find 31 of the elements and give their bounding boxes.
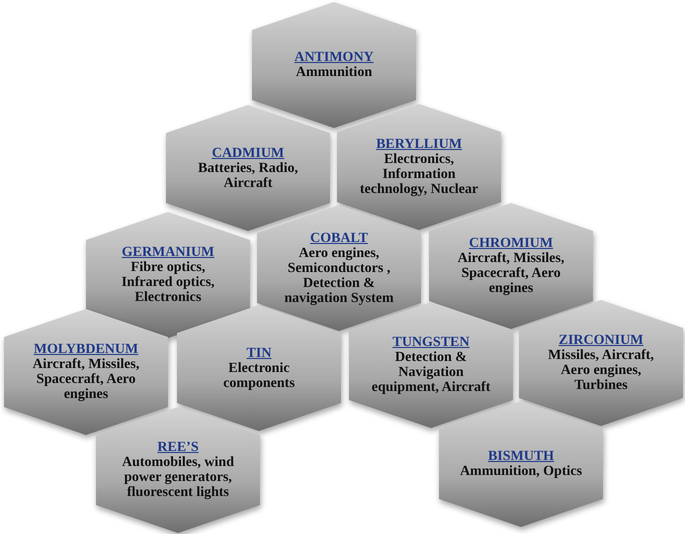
uses-text: Batteries, Radio, Aircraft [197,160,299,190]
uses-text: Aero engines, Semiconductors , Detection & navigation System [283,246,395,306]
hexagon-tile [252,2,416,128]
element-name: ANTIMONY [294,50,374,65]
uses-text: Detection & Navigation equipment, Aircraft [370,350,492,395]
element-name: REE’S [157,440,199,455]
hexagon-tile [96,407,260,533]
element-name: MOLYBDENUM [34,342,138,357]
uses-text: Ammunition [294,65,374,80]
hexagon-tile [439,401,603,527]
uses-text: Ammunition, Optics [459,464,583,479]
element-name: BERYLLIUM [376,137,462,152]
element-name: GERMANIUM [122,245,214,260]
uses-text: Electronic components [222,360,296,390]
uses-text: Electronics, Information technology, Nuclear [358,152,480,197]
hexagon-tile [166,105,330,231]
hexagon-tile [519,300,683,426]
uses-text: Aircraft, Missiles, Spacecraft, Aero engines [32,357,140,402]
hexagon-tile [4,309,168,435]
uses-text: Aircraft, Missiles, Spacecraft, Aero engines [456,251,566,296]
element-name: BISMUTH [488,449,554,464]
element-name: ZIRCONIUM [558,333,644,348]
element-name: CHROMIUM [469,236,553,251]
element-name: CADMIUM [212,146,284,160]
hexagon-tile [177,305,341,431]
element-name: TUNGSTEN [392,335,470,350]
uses-text: Missiles, Aircraft, Aero engines, Turbines [547,348,655,393]
element-name: TIN [246,346,272,360]
uses-text: Automobiles, wind power generators, fluorescent lights [120,455,236,500]
uses-text: Fibre optics, Infrared optics, Electronics [120,260,216,305]
element-name: COBALT [310,230,368,246]
